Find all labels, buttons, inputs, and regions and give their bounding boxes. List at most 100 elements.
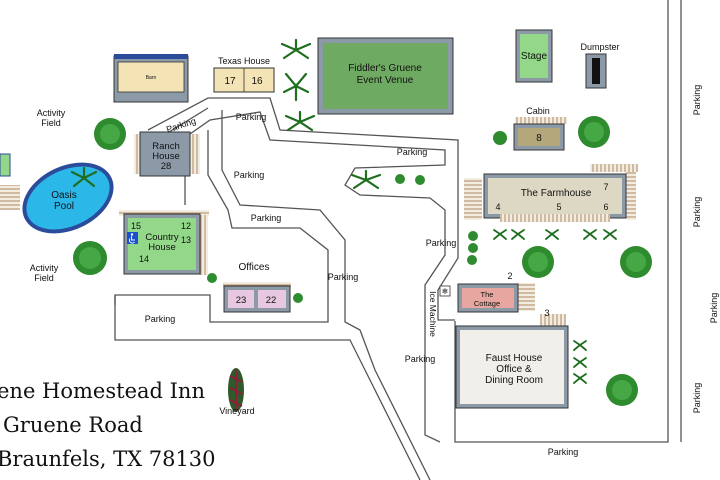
cabin[interactable]: Cabin 8 <box>513 106 565 151</box>
hot-tub <box>0 153 11 177</box>
tree-icon <box>584 122 604 142</box>
room-12: 12 <box>181 221 191 231</box>
activity-field-top-2: Field <box>41 118 61 128</box>
ranch-house-label-1: Ranch <box>152 141 179 152</box>
shrub-icon <box>493 131 507 145</box>
barn-building[interactable]: Barn <box>113 54 189 103</box>
parking-label: Parking <box>251 213 282 223</box>
room-15: 15 <box>131 221 141 231</box>
tree-icon <box>612 380 632 400</box>
country-deck-right <box>200 215 208 275</box>
country-house-label-2: House <box>148 242 175 253</box>
palm-icon <box>282 72 310 102</box>
activity-field-top: Activity Field <box>37 108 66 128</box>
title-block: ene Homestead Inn Gruene Road Braunfels,… <box>0 379 216 471</box>
trees <box>73 116 652 406</box>
room-22: 22 <box>266 295 277 306</box>
tree-icon <box>528 252 548 272</box>
faust-house[interactable]: 3 Faust House Office & Dining Room <box>455 308 569 409</box>
faust-number: 3 <box>544 308 549 318</box>
parking-label: Parking <box>692 383 702 414</box>
title-line-3: Braunfels, TX 78130 <box>0 447 216 471</box>
offices-label: Offices <box>239 262 270 273</box>
shrub-icon <box>467 255 477 265</box>
title-line-2: Gruene Road <box>3 413 143 437</box>
cabin-label: Cabin <box>526 106 550 116</box>
cabin-deck <box>515 117 567 124</box>
room-23: 23 <box>236 295 247 306</box>
farmhouse[interactable]: The Farmhouse 7 4 5 6 <box>483 173 627 222</box>
palm-icon <box>493 229 617 384</box>
parking-label: Parking <box>405 354 436 364</box>
country-house[interactable]: 15 12 13 14 Country House <box>123 213 201 275</box>
room-7: 7 <box>603 182 608 192</box>
ice-icon: ❄ <box>442 287 449 296</box>
vineyard[interactable]: Vineyard <box>219 368 255 416</box>
barn-label: Barn <box>146 75 157 81</box>
event-venue-label-1: Fiddler's Gruene <box>348 63 422 74</box>
cottage-label-2: Cottage <box>474 299 500 308</box>
room-28: 28 <box>161 161 172 172</box>
pool-label-1: Oasis <box>51 190 77 201</box>
ranch-house-label-2: House <box>152 151 179 162</box>
offices[interactable]: Offices 23 22 <box>223 262 291 313</box>
parking-label: Parking <box>426 238 457 248</box>
parking-label: Parking <box>145 314 176 324</box>
farmhouse-deck-left <box>464 178 482 220</box>
shrub-icon <box>395 174 405 184</box>
stage-label: Stage <box>521 51 548 62</box>
room-14: 14 <box>139 254 149 264</box>
stage[interactable]: Stage <box>515 29 553 83</box>
road-center-inner <box>221 110 431 480</box>
room-17: 17 <box>224 76 236 87</box>
palm-icon <box>350 169 382 190</box>
faust-label-3: Dining Room <box>485 375 543 386</box>
road-center <box>114 130 421 480</box>
palm-icon <box>70 166 98 188</box>
parking-label: Parking <box>692 197 702 228</box>
tree-icon <box>100 124 120 144</box>
parking-label: Parking <box>236 112 267 122</box>
shrub-icon <box>293 293 303 303</box>
parking-label: Parking <box>328 272 359 282</box>
country-house-label-1: Country <box>145 232 179 243</box>
shrub-icon <box>468 243 478 253</box>
ice-machine-label: Ice Machine <box>428 291 438 337</box>
farmhouse-label: The Farmhouse <box>521 188 592 199</box>
vineyard-label: Vineyard <box>219 406 254 416</box>
dumpster-label: Dumpster <box>580 42 619 52</box>
texas-house[interactable]: Texas House 17 16 <box>213 56 275 93</box>
room-5: 5 <box>556 202 561 212</box>
activity-field-bottom-1: Activity <box>30 263 59 273</box>
farmhouse-deck-right <box>626 172 636 220</box>
event-venue[interactable]: Fiddler's Gruene Event Venue <box>317 37 454 115</box>
room-16: 16 <box>251 76 263 87</box>
shrub-icon <box>415 175 425 185</box>
tree-icon <box>79 247 101 269</box>
the-cottage[interactable]: 2 The Cottage <box>457 271 519 313</box>
faust-label-2: Office & <box>496 364 532 375</box>
farmhouse-porch <box>500 214 610 222</box>
pool-deck <box>0 185 20 210</box>
room-8: 8 <box>536 133 542 144</box>
activity-field-bottom: Activity Field <box>30 263 59 283</box>
farmhouse-deck-top <box>590 164 638 172</box>
cottage-label-1: The <box>481 290 494 299</box>
tree-icon <box>626 252 646 272</box>
parking-label: Parking <box>234 170 265 180</box>
ice-machine[interactable]: ❄ Ice Machine <box>428 285 451 337</box>
dumpster[interactable]: Dumpster <box>580 42 620 89</box>
parking-label: Parking <box>709 293 719 324</box>
activity-field-top-1: Activity <box>37 108 66 118</box>
room-6: 6 <box>603 202 608 212</box>
parking-label: Parking <box>397 147 428 157</box>
country-deck-top <box>119 210 209 216</box>
title-line-1: ene Homestead Inn <box>0 379 205 403</box>
decks <box>0 117 638 326</box>
activity-field-bottom-2: Field <box>34 273 54 283</box>
ranch-house[interactable]: Ranch House 28 <box>139 131 191 177</box>
faust-label-1: Faust House <box>486 353 543 364</box>
palm-icon <box>280 38 312 60</box>
